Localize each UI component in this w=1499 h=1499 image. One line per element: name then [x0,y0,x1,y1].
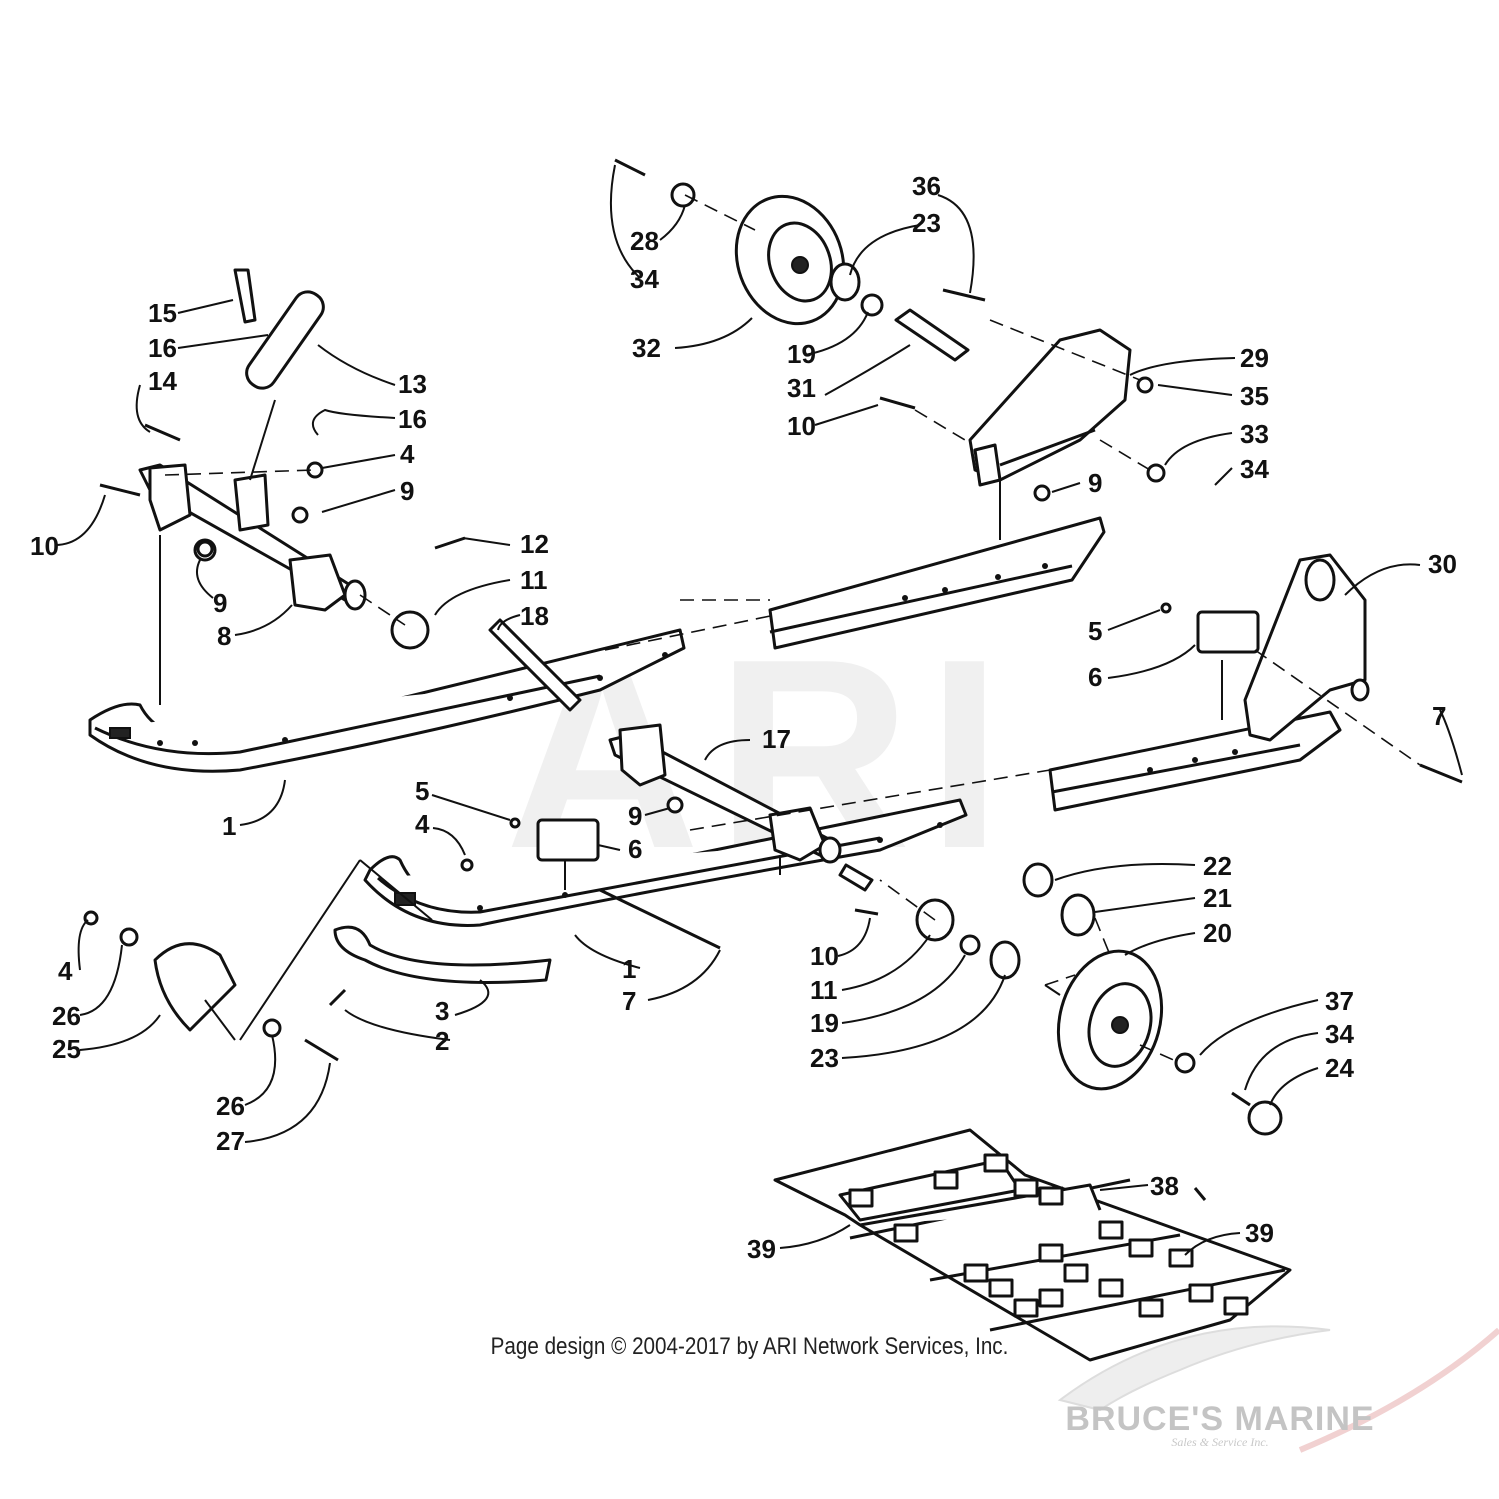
callout-16: 16 [398,404,427,434]
callout-22: 22 [1203,851,1232,881]
front-rail-lower [363,798,968,927]
callout-5: 5 [415,776,429,806]
callout-4: 4 [415,809,430,839]
callout-16: 16 [148,333,177,363]
callout-8: 8 [217,621,231,651]
rail-bumper [83,910,282,1038]
callout-1: 1 [622,954,636,984]
leader-lines [54,164,1463,1256]
callout-25: 25 [52,1034,81,1064]
front-axle-assembly [138,463,367,612]
callout-15: 15 [148,298,177,328]
callout-12: 12 [520,529,549,559]
callout-9: 9 [213,588,227,618]
brand-watermark: BRUCE'S MARINE Sales & Service Inc. [1060,1400,1380,1450]
brand-swoosh [1057,1325,1331,1412]
callout-11: 11 [810,975,838,1005]
callout-19: 19 [787,339,816,369]
rear-arm-right [1243,553,1370,742]
callout-39: 39 [1245,1218,1274,1248]
callout-18: 18 [520,601,549,631]
callout-23: 23 [912,208,941,238]
callout-5: 5 [1088,616,1102,646]
callout-38: 38 [1150,1171,1179,1201]
callout-33: 33 [1240,419,1269,449]
rear-rail-lower [1048,710,1342,812]
callout-28: 28 [630,226,659,256]
callout-13: 13 [398,369,427,399]
callout-4: 4 [400,439,415,469]
callout-3: 3 [435,996,449,1026]
brand-name: BRUCE'S MARINE [1065,1400,1375,1438]
rear-arm [968,328,1132,487]
callout-35: 35 [1240,381,1269,411]
callout-26: 26 [216,1091,245,1121]
callout-7: 7 [1432,701,1446,731]
callout-26: 26 [52,1001,81,1031]
callout-10: 10 [810,941,839,971]
callout-9: 9 [400,476,414,506]
callout-27: 27 [216,1126,245,1156]
callout-9: 9 [1088,468,1102,498]
callout-21: 21 [1203,883,1232,913]
wear-strip [328,925,552,1007]
callout-36: 36 [912,171,941,201]
callout-17: 17 [762,724,791,754]
callout-32: 32 [632,333,661,363]
callout-labels: 15 16 14 13 16 4 9 10 12 11 9 8 18 1 17 … [30,171,1457,1264]
callout-34: 34 [1325,1019,1354,1049]
callout-4: 4 [58,956,73,986]
front-rail-upper [88,628,686,773]
block-lower [536,818,600,862]
alignment-lines [164,194,1421,1063]
copyright-notice: Page design © 2004-2017 by ARI Network S… [490,1333,1009,1360]
rear-rail [768,516,1106,650]
hardware [99,158,1463,1201]
callout-39: 39 [747,1234,776,1264]
callout-2: 2 [435,1026,449,1056]
callout-10: 10 [787,411,816,441]
callout-7: 7 [622,986,636,1016]
callout-23: 23 [810,1043,839,1073]
callout-9: 9 [628,801,642,831]
brand-subtitle: Sales & Service Inc. [1171,1435,1269,1449]
callout-19: 19 [810,1008,839,1038]
callout-37: 37 [1325,986,1354,1016]
callout-34: 34 [630,264,659,294]
callout-20: 20 [1203,918,1232,948]
callout-6: 6 [628,834,642,864]
callout-30: 30 [1428,549,1457,579]
callout-31: 31 [787,373,816,403]
callout-10: 10 [30,531,59,561]
callout-11: 11 [520,565,548,595]
upper-idler-wheel [734,194,970,362]
callout-1: 1 [222,811,236,841]
callout-29: 29 [1240,343,1269,373]
connector-lines [159,399,1223,1041]
brand-swoosh-red [1298,1327,1499,1453]
callout-34: 34 [1240,454,1269,484]
track-section [773,1128,1292,1362]
center-cross-shaft [488,618,842,864]
callout-14: 14 [148,366,177,396]
callout-24: 24 [1325,1053,1354,1083]
callout-6: 6 [1088,662,1102,692]
block-upper [1196,610,1260,654]
